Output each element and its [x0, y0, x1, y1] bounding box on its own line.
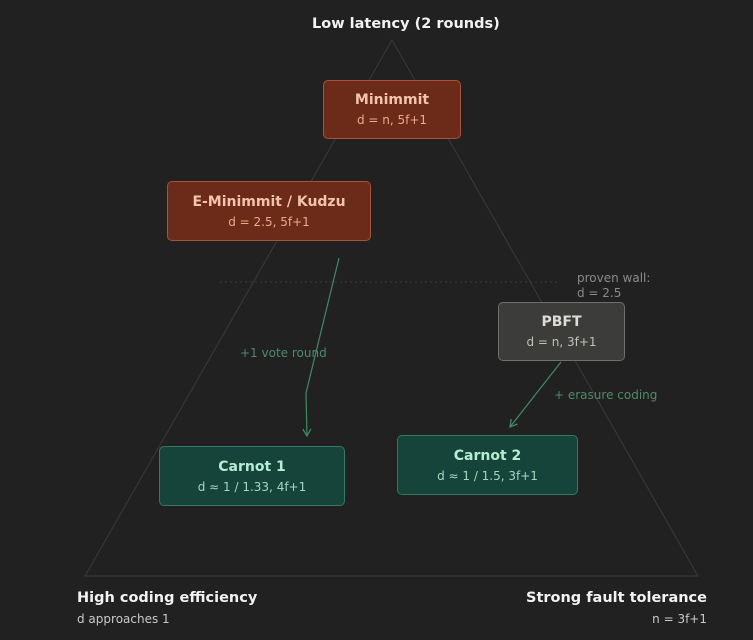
node-pbft-detail: d = n, 3f+1 — [526, 335, 597, 349]
node-pbft: PBFT d = n, 3f+1 — [498, 302, 625, 361]
node-carnot-1: Carnot 1 d ≈ 1 / 1.33, 4f+1 — [159, 446, 345, 506]
node-carnot-1-title: Carnot 1 — [218, 458, 286, 475]
node-carnot-2: Carnot 2 d ≈ 1 / 1.5, 3f+1 — [397, 435, 578, 495]
right-vertex-title: Strong fault tolerance — [526, 590, 707, 606]
node-e-minimmit-kudzu: E-Minimmit / Kudzu d = 2.5, 5f+1 — [167, 181, 371, 241]
left-vertex-subtitle: d approaches 1 — [77, 612, 170, 626]
vote-round-label: +1 vote round — [240, 346, 327, 360]
proven-wall-line1: proven wall: — [577, 271, 651, 285]
erasure-coding-label: + erasure coding — [554, 388, 658, 402]
node-minimmit-title: Minimmit — [354, 92, 430, 108]
node-minimmit: Minimmit d = n, 5f+1 — [323, 80, 461, 139]
proven-wall-line2: d = 2.5 — [577, 286, 622, 300]
node-e-minimmit-title: E-Minimmit / Kudzu — [192, 193, 346, 210]
node-pbft-title: PBFT — [541, 314, 582, 330]
right-vertex-subtitle: n = 3f+1 — [652, 612, 707, 626]
vote-round-arrow — [302, 257, 340, 438]
node-minimmit-detail: d = n, 5f+1 — [356, 113, 428, 127]
top-vertex-title: Low latency (2 rounds) — [312, 16, 500, 32]
node-carnot-2-detail: d ≈ 1 / 1.5, 3f+1 — [437, 468, 538, 483]
node-carnot-2-title: Carnot 2 — [453, 447, 522, 464]
erasure-coding-arrow — [509, 361, 562, 429]
left-vertex-title: High coding efficiency — [77, 590, 258, 606]
proven-wall-label: proven wall: d = 2.5 — [577, 271, 650, 301]
node-e-minimmit-detail: d = 2.5, 5f+1 — [228, 214, 310, 229]
node-carnot-1-detail: d ≈ 1 / 1.33, 4f+1 — [197, 479, 307, 494]
